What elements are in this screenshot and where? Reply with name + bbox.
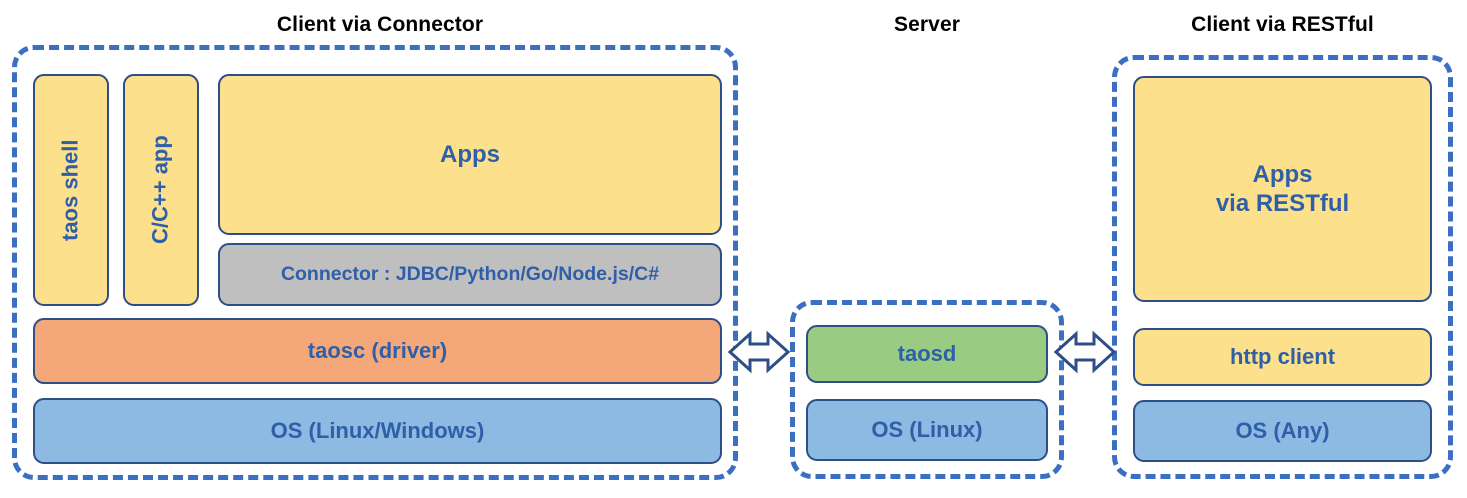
node-apps-via-restful-line2: via RESTful — [1215, 190, 1350, 217]
section-title-client-via-connector: Client via Connector — [276, 13, 484, 36]
double-arrow-horizontal-icon — [727, 322, 791, 382]
node-apps-via-restful[interactable]: Apps via RESTful — [1133, 76, 1432, 302]
group-server — [790, 300, 1064, 479]
node-apps[interactable]: Apps — [218, 74, 722, 235]
node-os-linux-windows[interactable]: OS (Linux/Windows) — [33, 398, 722, 464]
section-title-server: Server — [894, 13, 960, 36]
node-taosd[interactable]: taosd — [806, 325, 1048, 383]
node-taosc-driver[interactable]: taosc (driver) — [33, 318, 722, 384]
node-os-linux[interactable]: OS (Linux) — [806, 399, 1048, 461]
group-client-via-connector — [12, 45, 738, 480]
node-c-cpp-app[interactable]: C/C++ app — [123, 74, 199, 306]
node-os-any[interactable]: OS (Any) — [1133, 400, 1432, 462]
node-connector-list[interactable]: Connector : JDBC/Python/Go/Node.js/C# — [218, 243, 722, 306]
section-title-client-via-restful: Client via RESTful — [1191, 13, 1374, 36]
node-http-client[interactable]: http client — [1133, 328, 1432, 386]
group-client-via-restful — [1112, 55, 1453, 479]
node-taos-shell[interactable]: taos shell — [33, 74, 109, 306]
node-apps-via-restful-line1: Apps — [1252, 160, 1313, 188]
double-arrow-horizontal-icon — [1053, 322, 1117, 382]
